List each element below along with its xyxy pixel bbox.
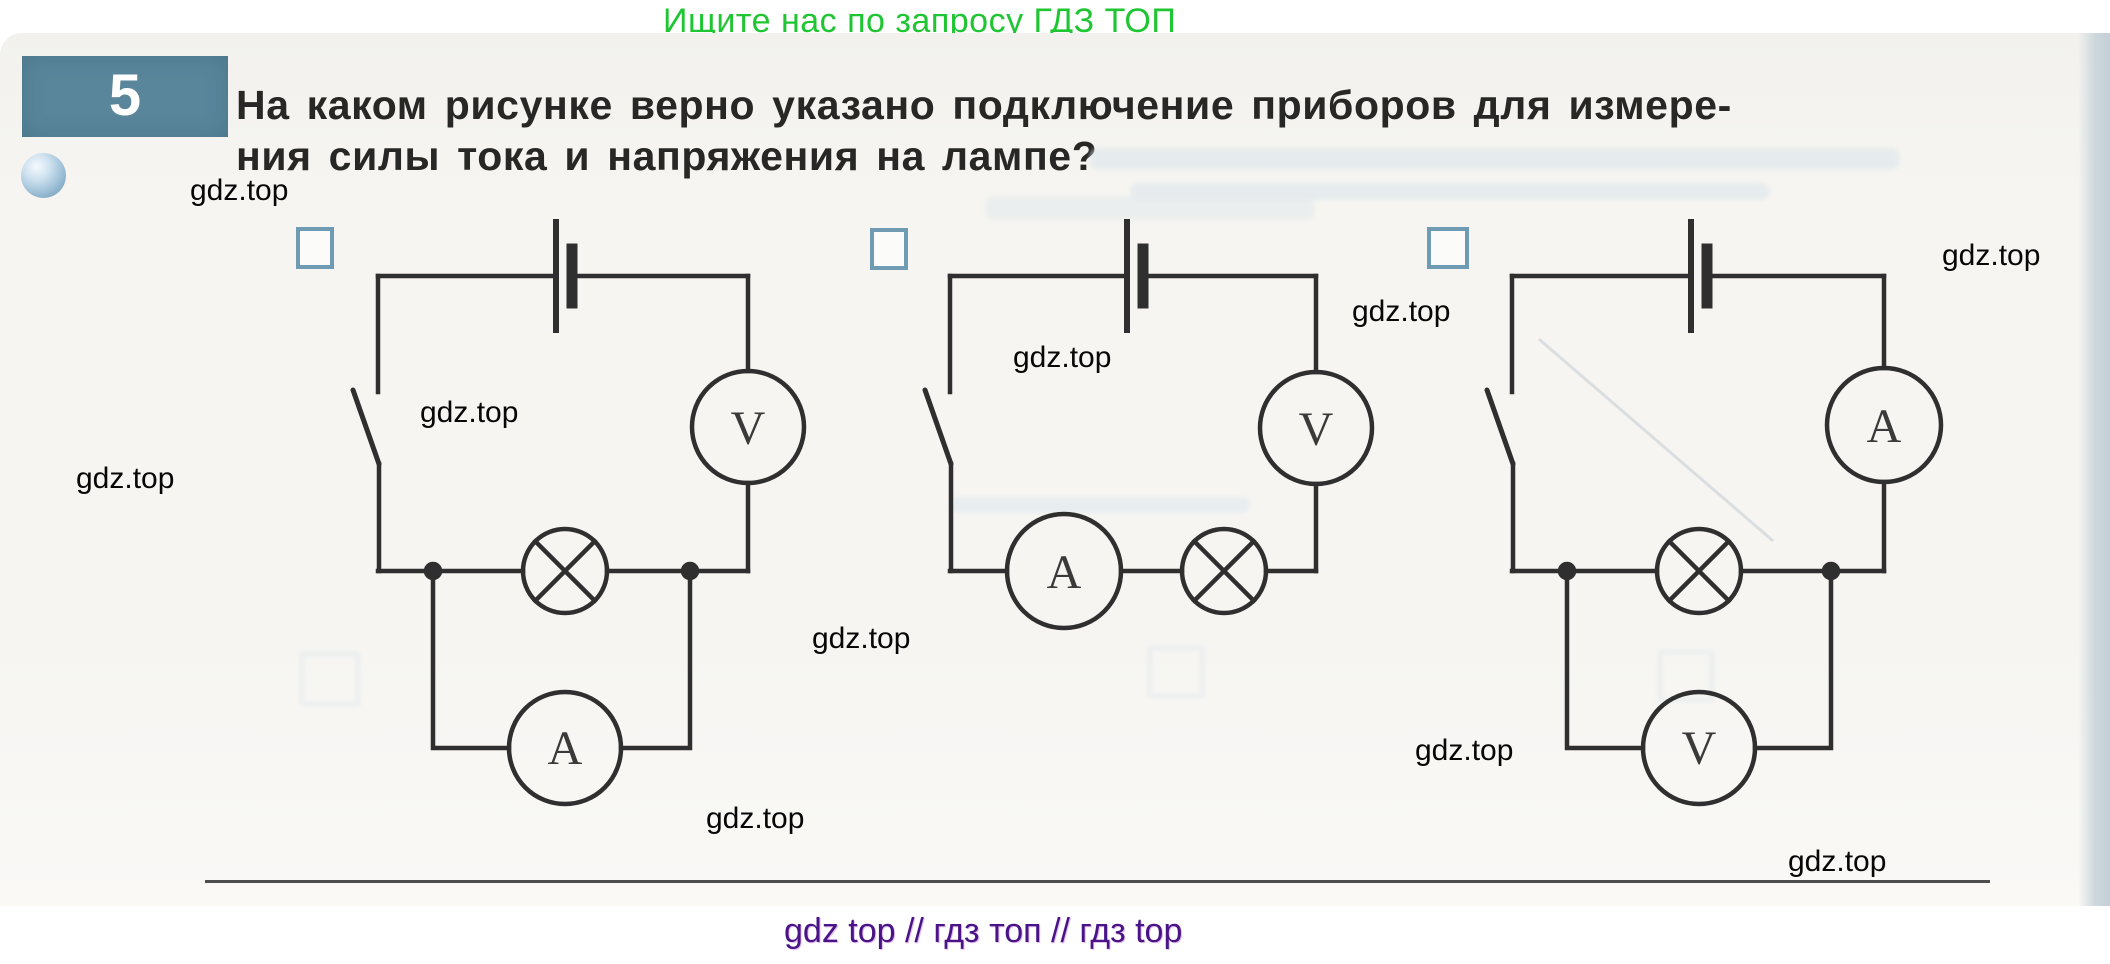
page-edge-band [2078,33,2110,906]
watermark-9: gdz.top [1415,734,1514,767]
ammeter-label: A [1047,546,1082,599]
watermark-5: gdz.top [1352,295,1451,328]
switch-icon [350,273,382,574]
footer-watermark: gdz top // гдз топ // гдз top [0,908,2110,964]
circuit-2: V A [922,219,1375,631]
textbook-page [0,33,2110,906]
question-line-1: На каком рисунке верно указано подключен… [236,82,1732,128]
switch-icon [922,273,954,574]
bleedthrough-box [300,652,360,706]
answer-checkbox-1[interactable] [296,227,334,269]
battery-icon [1688,219,1713,333]
bullet-sphere-icon [21,153,66,198]
problem-number-badge: 5 [22,56,228,137]
voltmeter-gauge: V [1257,369,1375,487]
wire [1564,568,1834,751]
voltmeter-gauge: V [1640,689,1758,807]
watermark-7: gdz.top [812,622,911,655]
footer-text: gdz top // гдз топ // гдз top [784,912,1183,950]
ammeter-gauge: A [1824,365,1944,485]
bleedthrough-streak [950,497,1250,513]
question-line-2: ния силы тока и напряжения на лампе? [236,133,1098,179]
circuit-1: V A [350,219,807,807]
watermark-6: gdz.top [1942,239,2041,272]
lamp-icon [1179,526,1269,616]
ammeter-gauge: A [506,689,624,807]
bleedthrough-box [1658,650,1714,702]
bleedthrough-text-band [1130,183,1770,200]
lamp-icon [520,526,610,616]
bleedthrough-line [1537,337,1775,543]
answer-checkbox-3[interactable] [1427,227,1469,269]
ammeter-gauge: A [1004,511,1124,631]
lamp-icon [1654,526,1744,616]
circuit-3: A V [1484,219,1944,807]
ammeter-label: A [1867,400,1902,453]
divider-line [205,880,1990,883]
answer-checkbox-2[interactable] [870,228,908,270]
problem-number: 5 [108,63,142,128]
promo-banner: Ищите нас по запросу ГДЗ ТОП [0,0,2110,40]
watermark-1: gdz.top [190,174,289,207]
battery-icon [553,219,578,333]
bleedthrough-box [1148,646,1204,698]
ammeter-label: A [548,722,583,775]
voltmeter-label: V [1682,722,1717,775]
battery-icon [1124,219,1149,333]
bleedthrough-text-band [1090,148,1900,170]
watermark-3: gdz.top [420,396,519,429]
voltmeter-label: V [731,402,766,455]
watermark-8: gdz.top [706,802,805,835]
wire [430,568,693,751]
voltmeter-gauge: V [689,368,807,486]
bleedthrough-text-band [985,196,1315,220]
watermark-10: gdz.top [1788,845,1887,878]
switch-icon [1484,273,1516,574]
watermark-4: gdz.top [1013,341,1112,374]
voltmeter-label: V [1299,403,1334,456]
question-text: На каком рисунке верно указано подключен… [236,80,2036,182]
watermark-2: gdz.top [76,462,175,495]
